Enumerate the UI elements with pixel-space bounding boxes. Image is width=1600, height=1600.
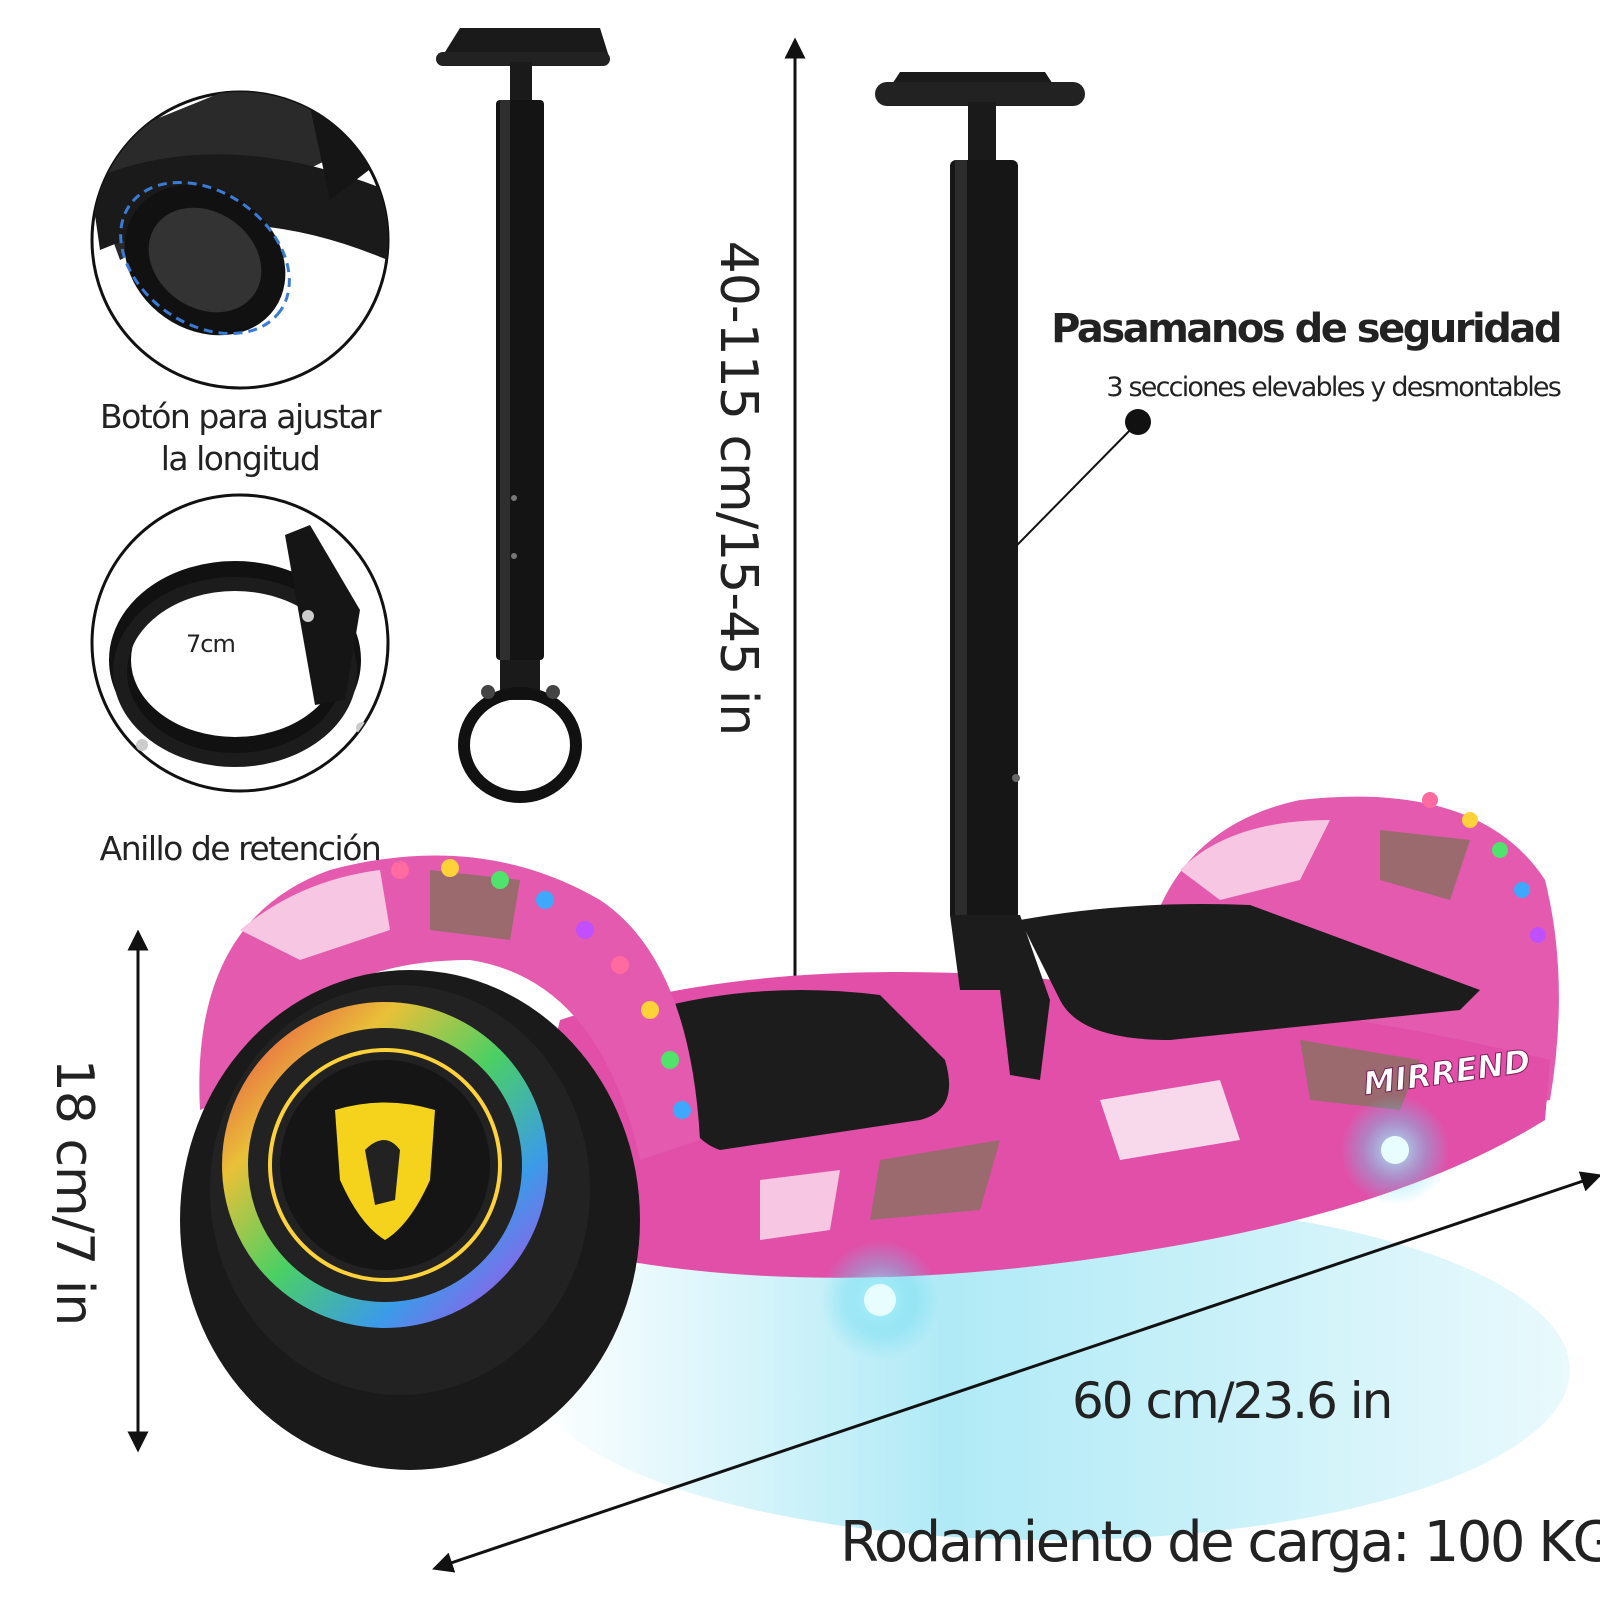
wheel-height-label: 18 cm/7 in <box>44 1058 104 1326</box>
handle-bar-standalone <box>436 28 610 803</box>
right-foot-pad <box>1020 904 1480 1040</box>
handle-height-label: 40-115 cm/15-45 in <box>708 240 768 736</box>
attached-handle-bar <box>875 72 1085 1080</box>
feature-subtitle: 3 secciones elevables y desmontables <box>1106 372 1561 403</box>
left-foot-pad <box>650 990 950 1150</box>
button-caption-line2: la longitud <box>160 439 321 478</box>
ring-size-label: 7cm <box>186 630 236 658</box>
load-capacity: Rodamiento de carga: 100 KG <box>840 1510 1600 1575</box>
ring-caption: Anillo de retención <box>99 829 382 868</box>
length-arrow <box>432 1171 1600 1573</box>
hoverboard: MIRREND <box>180 72 1559 1470</box>
button-detail-circle <box>90 90 390 390</box>
ring-detail-circle <box>90 493 390 793</box>
feature-title: Pasamanos de seguridad <box>1051 306 1562 352</box>
button-caption: Botón para ajustar la longitud <box>80 396 400 480</box>
wheel-light-ring <box>222 1002 548 1328</box>
button-caption-line1: Botón para ajustar <box>99 397 382 436</box>
feature-leader-dot <box>1125 409 1151 435</box>
led-strip-right <box>1422 792 1546 943</box>
led-strip-left <box>391 859 691 1119</box>
length-label: 60 cm/23.6 in <box>1072 1372 1393 1430</box>
